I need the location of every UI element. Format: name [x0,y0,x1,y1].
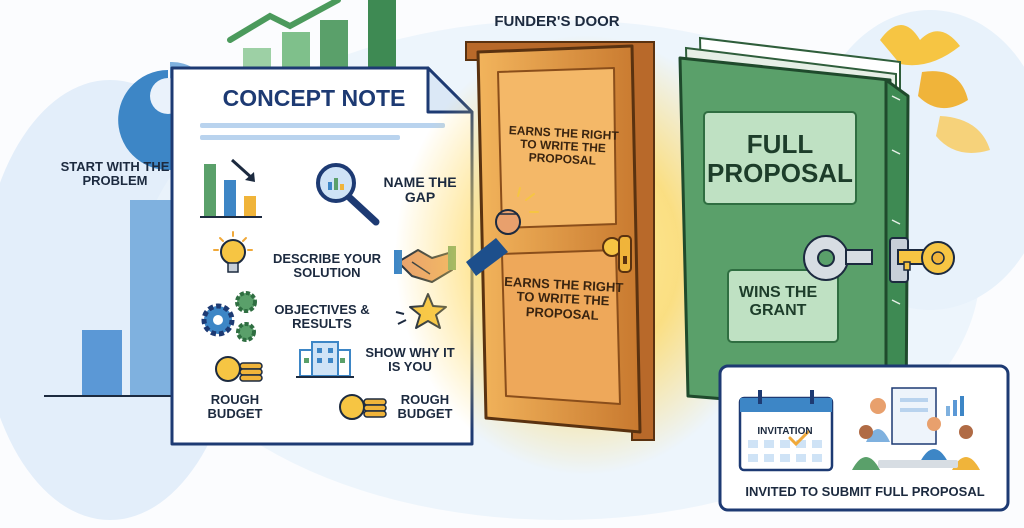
funders-door-label: FUNDER'S DOOR [494,13,620,30]
coins-icon-2 [339,394,387,420]
item-rough-budget-2: ROUGH BUDGET [397,392,453,422]
wins-the-grant-label: WINS THE GRANT [738,284,818,319]
item-name-the-gap: NAME THE GAP [383,174,457,206]
knocking-hand-icon [466,187,539,276]
concept-note-title: CONCEPT NOTE [222,85,406,111]
item-describe-solution: DESCRIBE YOUR SOLUTION [272,251,382,281]
door-bottom-panel-text: EARNS THE RIGHT TO WRITE THE PROPOSAL [503,273,624,323]
item-objectives-results: OBJECTIVES & RESULTS [274,302,370,332]
item-rough-budget: ROUGH BUDGET [207,392,263,422]
leaves-decoration [880,25,990,153]
key-icon [803,235,873,281]
funders-door [465,41,655,441]
lightbulb-icon [213,231,253,273]
golden-key-icon [897,241,955,275]
invited-caption: INVITED TO SUBMIT FULL PROPOSAL [745,484,985,499]
invitation-badge: INVITATION [757,426,813,437]
building-icon [296,341,354,378]
full-proposal-title: FULL PROPOSAL [707,129,853,188]
item-show-why-you: SHOW WHY IT IS YOU [365,345,455,375]
concept-note-document [170,66,474,446]
team-meeting-icon [852,387,980,470]
problem-bars [44,200,174,397]
gears-icon [201,291,257,342]
start-with-problem-label: START WITH THE PROBLEM [60,159,170,189]
falling-bars-icon [200,158,262,218]
coins-icon [215,356,263,382]
bar-chart-background-icon [227,0,396,78]
magnifier-icon [316,163,380,226]
door-top-panel-text: EARNS THE RIGHT TO WRITE THE PROPOSAL [508,123,620,169]
